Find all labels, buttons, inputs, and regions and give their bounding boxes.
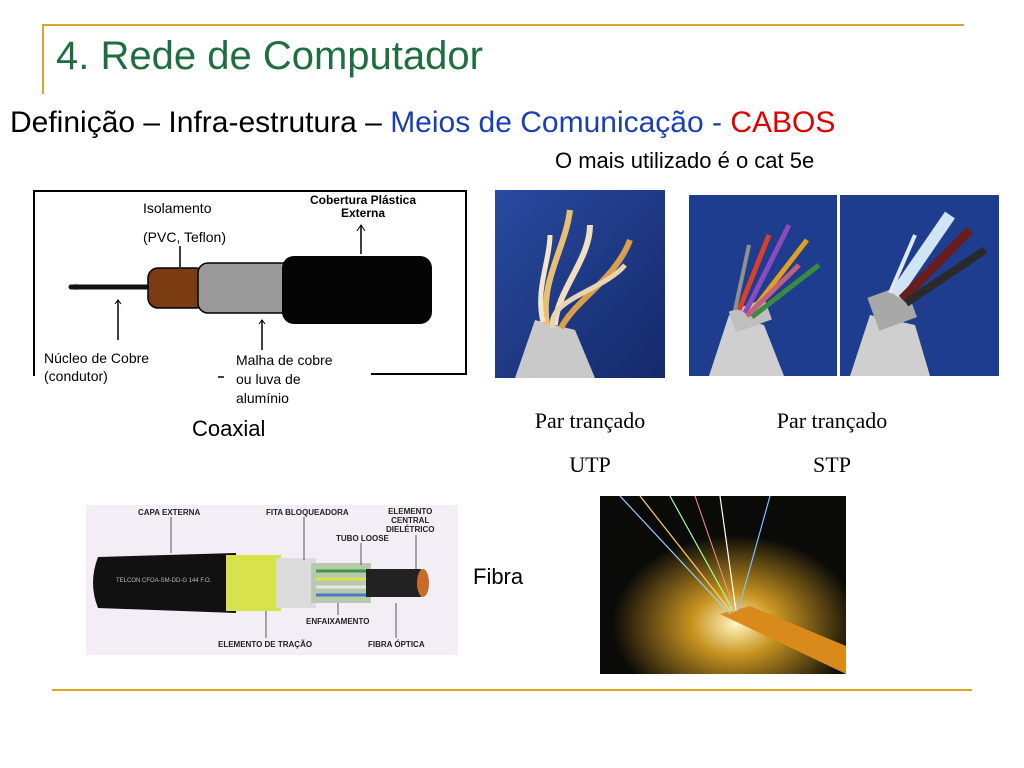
subtitle-part-1: Definição – Infra-estrutura – bbox=[10, 106, 391, 139]
utp-caption-line-2: UTP bbox=[569, 452, 611, 477]
fiber-label-capa: CAPA EXTERNA bbox=[138, 508, 201, 517]
insulation-label-line-2: (PVC, Teflon) bbox=[143, 229, 226, 245]
fiber-label-elemento-line-1: ELEMENTO bbox=[388, 507, 433, 516]
cat5e-note: O mais utilizado é o cat 5e bbox=[555, 148, 815, 173]
jacket-label-line-2: Externa bbox=[340, 206, 386, 220]
fiber-label-enfaixamento: ENFAIXAMENTO bbox=[306, 617, 370, 626]
stp-cable-photo-1 bbox=[689, 195, 837, 376]
jacket-label-line-1: Cobertura Plástica bbox=[309, 193, 417, 207]
utp-caption: Par trançado UTP bbox=[520, 408, 660, 478]
fiber-optic-photo bbox=[600, 496, 846, 674]
fiber-label-elemento-line-2: CENTRAL bbox=[391, 516, 430, 525]
fiber-cable-print: TELCON CFOA-SM-DD-G 144 F.O. bbox=[116, 578, 212, 584]
insulation-label: Isolamento (PVC, Teflon) bbox=[143, 199, 283, 247]
utp-cable-photo bbox=[495, 190, 665, 378]
top-rule bbox=[42, 24, 964, 26]
fiber-label-fita: FITA BLOQUEADORA bbox=[266, 508, 349, 517]
core-label-line-1: Núcleo de Cobre bbox=[44, 350, 150, 366]
fiber-caption: Fibra bbox=[473, 564, 524, 589]
shield-label-line-1: Malha de cobre bbox=[236, 352, 333, 368]
utp-caption-line-1: Par trançado bbox=[534, 408, 646, 433]
stp-caption: Par trançado STP bbox=[762, 408, 902, 478]
fiber-label-elemento-line-3: DIELÉTRICO bbox=[386, 525, 435, 534]
left-rule bbox=[42, 24, 44, 94]
fiber-label-elemento: ELEMENTO CENTRAL DIELÉTRICO bbox=[386, 507, 434, 534]
fiber-label-tracao: ELEMENTO DE TRAÇÃO bbox=[218, 640, 313, 649]
core-label: Núcleo de Cobre (condutor) bbox=[44, 349, 204, 385]
shield-label-line-2: ou luva de bbox=[236, 371, 301, 387]
subtitle-part-2: Meios de Comunicação - bbox=[390, 106, 731, 139]
subtitle-part-3: CABOS bbox=[730, 106, 836, 139]
stp-caption-line-1: Par trançado bbox=[776, 408, 888, 433]
stp-cable-photo-2 bbox=[840, 195, 999, 376]
coaxial-caption: Coaxial bbox=[192, 416, 266, 441]
jacket-label: Cobertura Plástica Externa bbox=[283, 194, 443, 220]
bottom-rule bbox=[52, 689, 972, 691]
coaxial-diagram: Isolamento (PVC, Teflon) Cobertura Plást… bbox=[33, 190, 467, 408]
core-label-line-2: (condutor) bbox=[44, 368, 108, 384]
shield-label-line-3: alumínio bbox=[236, 390, 289, 406]
stp-caption-line-2: STP bbox=[813, 452, 851, 477]
shield-label: Malha de cobre ou luva de alumínio bbox=[236, 351, 376, 408]
insulation-label-line-1: Isolamento bbox=[143, 200, 212, 216]
fiber-cable-diagram: CAPA EXTERNA FITA BLOQUEADORA ELEMENTO C… bbox=[86, 505, 458, 655]
fiber-label-tubo: TUBO LOOSE bbox=[336, 534, 389, 543]
fiber-label-fibra-optica: FIBRA ÓPTICA bbox=[368, 640, 425, 649]
slide-title: 4. Rede de Computador bbox=[56, 34, 483, 78]
slide-subtitle: Definição – Infra-estrutura – Meios de C… bbox=[10, 106, 835, 140]
